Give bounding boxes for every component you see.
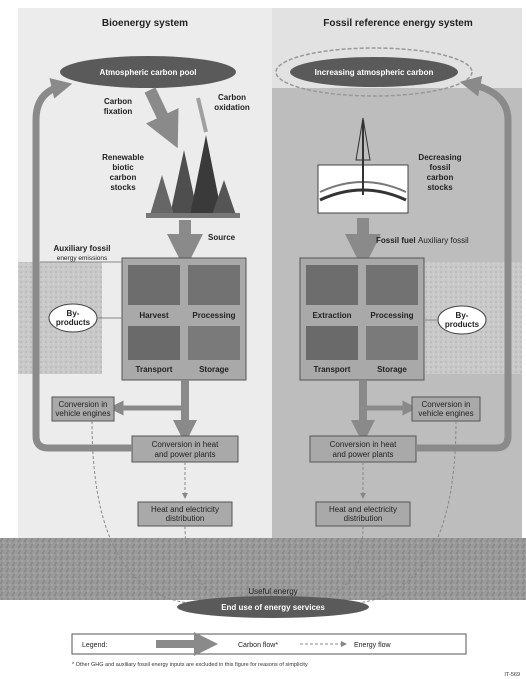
right-panel-title: Fossil reference energy system (323, 18, 473, 29)
left-transport-label: Transport (136, 365, 173, 374)
right-atmosphere-halo (275, 47, 473, 97)
right-transport-label: Transport (314, 365, 351, 374)
carbon-fixation-label-2: fixation (104, 107, 133, 116)
forest-illustration (146, 135, 240, 218)
right-distribution-box (315, 501, 411, 527)
left-energy-flow-outer (91, 420, 201, 605)
right-processing-label: Processing (370, 311, 413, 320)
harvest-image (128, 265, 180, 305)
right-byproducts-label-1: By- (456, 311, 469, 320)
renewable-label-3: carbon (110, 173, 137, 182)
left-distribution-label-1: Heat and electricity (151, 505, 219, 514)
left-auxiliary-label-2: energy emissions (57, 255, 108, 262)
end-use-oval (177, 596, 369, 618)
carbon-fixation-arrow (144, 87, 179, 149)
left-distribution-label-2: distribution (166, 514, 205, 523)
right-return-flow (416, 75, 512, 452)
end-use-label: End use of energy services (221, 603, 325, 612)
left-panel-title: Bioenergy system (102, 18, 188, 29)
left-vehicle-label-2: vehicle engines (55, 409, 110, 418)
renewable-label-2: biotic (112, 163, 134, 172)
carbon-oxidation-arrow (196, 97, 208, 133)
carbon-fixation-label-1: Carbon (104, 97, 132, 106)
carbon-oxidation-label-1: Carbon (218, 93, 246, 102)
decreasing-label-3: carbon (427, 173, 454, 182)
left-energy-flow-inner (184, 525, 231, 601)
figure-id: IT-569 (504, 672, 520, 678)
decreasing-label-2: fossil (430, 163, 451, 172)
right-auxiliary-label: Auxiliary fossil (418, 236, 469, 245)
right-transport-image (306, 326, 358, 360)
useful-energy-label: Useful energy (248, 587, 297, 596)
left-processing-label: Processing (192, 311, 235, 320)
ground-band (0, 538, 526, 600)
right-processing-image (366, 265, 418, 305)
decreasing-label-1: Decreasing (418, 153, 461, 162)
right-storage-image (366, 326, 418, 360)
right-vehicle-box (411, 396, 481, 422)
right-energy-flow-inner (317, 525, 364, 601)
harvest-label: Harvest (139, 311, 169, 320)
right-power-plant-box (309, 435, 417, 463)
left-atmosphere-oval (60, 56, 236, 88)
right-energy-flow-outer (345, 420, 457, 605)
storage-image (188, 326, 240, 360)
left-atmosphere-label: Atmospheric carbon pool (100, 68, 197, 77)
left-power-plant-label-2: and power plants (155, 450, 216, 459)
right-atmosphere-label: Increasing atmospheric carbon (315, 68, 434, 77)
oil-well-illustration (317, 117, 409, 214)
renewable-label-4: stocks (110, 183, 136, 192)
right-distribution-label-2: distribution (344, 514, 383, 523)
right-atmosphere-oval (290, 57, 458, 87)
right-vehicle-label-1: Conversion in (422, 400, 471, 409)
right-storage-label: Storage (377, 365, 407, 374)
renewable-label-1: Renewable (102, 153, 144, 162)
fossil-fuel-label: Fossil fuel (376, 236, 416, 245)
legend-carbon-label: Carbon flow* (238, 642, 278, 649)
carbon-oxidation-label-2: oxidation (214, 103, 250, 112)
legend-energy-label: Energy flow (354, 642, 392, 649)
extraction-label: Extraction (312, 311, 351, 320)
transport-image (128, 326, 180, 360)
legend-footnote: * Other GHG and auxiliary fossil energy … (72, 662, 308, 668)
legend-box (71, 633, 467, 655)
extraction-image (306, 265, 358, 305)
right-byproducts-label-2: products (445, 320, 480, 329)
right-vehicle-label-2: vehicle engines (418, 409, 473, 418)
right-distribution-label-1: Heat and electricity (329, 505, 397, 514)
processing-image (188, 265, 240, 305)
left-byproducts-label-2: products (56, 318, 91, 327)
left-byproducts-label-1: By- (67, 309, 80, 318)
right-power-plant-label-2: and power plants (333, 450, 394, 459)
left-vehicle-box (51, 396, 115, 422)
left-vehicle-label-1: Conversion in (59, 400, 108, 409)
legend-label: Legend: (82, 642, 107, 649)
source-label: Source (208, 233, 236, 242)
decreasing-label-4: stocks (427, 183, 453, 192)
left-return-flow (32, 78, 132, 452)
left-auxiliary-label-1: Auxiliary fossil (54, 244, 111, 253)
left-power-plant-label-1: Conversion in heat (152, 440, 219, 449)
left-storage-label: Storage (199, 365, 229, 374)
right-power-plant-label-1: Conversion in heat (330, 440, 397, 449)
